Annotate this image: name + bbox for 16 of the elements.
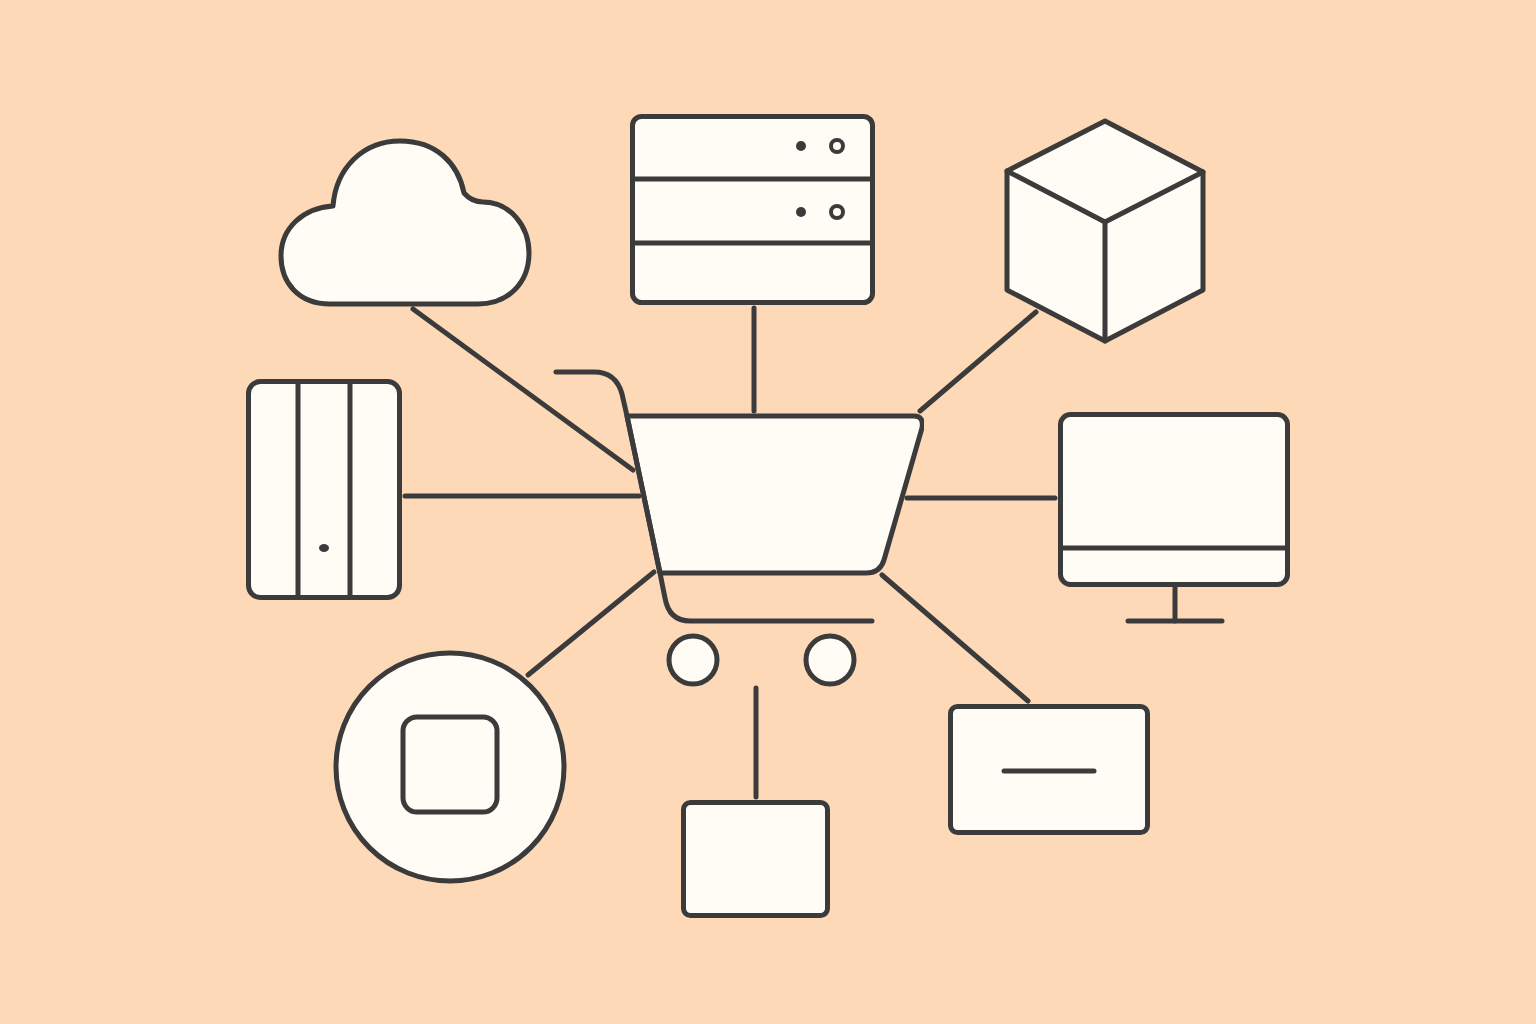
minus-card-icon	[948, 704, 1150, 835]
connector-line	[917, 309, 1039, 414]
connector-line	[410, 306, 636, 473]
connector-line	[402, 493, 642, 499]
connector-line	[525, 569, 657, 678]
shopping-cart-icon	[552, 368, 924, 688]
connector-line	[751, 305, 757, 414]
cloud-icon	[278, 138, 532, 308]
monitor-icon	[1058, 412, 1290, 625]
rectangle-icon	[681, 800, 830, 918]
cube-icon	[1004, 118, 1206, 344]
server-icon	[630, 114, 875, 305]
connector-line	[879, 572, 1031, 704]
connector-line	[753, 685, 759, 800]
connector-line	[904, 495, 1058, 501]
wardrobe-icon	[246, 379, 402, 600]
